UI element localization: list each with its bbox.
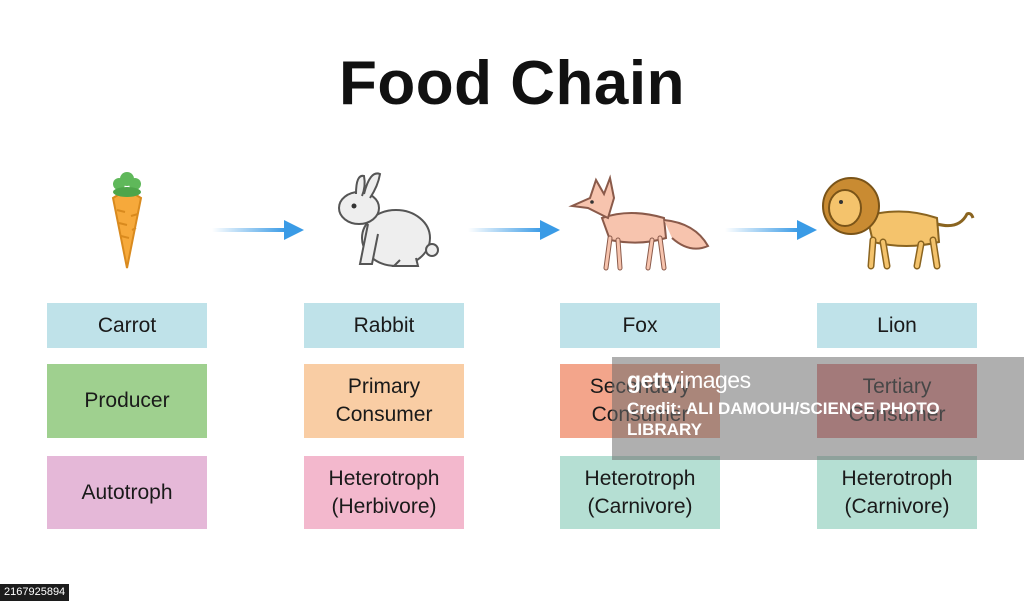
organism-name: Rabbit bbox=[304, 303, 464, 348]
getty-logo: gettyimages bbox=[627, 367, 751, 393]
watermark-credit: Credit: ALI DAMOUH/SCIENCE PHOTO LIBRARY bbox=[627, 399, 940, 439]
organism-name: Fox bbox=[560, 303, 720, 348]
fox-icon bbox=[560, 168, 720, 278]
nutrition-type: Heterotroph (Carnivore) bbox=[817, 456, 977, 529]
nutrition-type: Heterotroph (Carnivore) bbox=[560, 456, 720, 529]
nutrition-type: Heterotroph (Herbivore) bbox=[304, 456, 464, 529]
trophic-role: Producer bbox=[47, 364, 207, 438]
arrow-icon bbox=[468, 218, 560, 242]
nutrition-type: Autotroph bbox=[47, 456, 207, 529]
organism-name: Carrot bbox=[47, 303, 207, 348]
carrot-icon bbox=[47, 168, 207, 278]
image-id: 2167925894 bbox=[0, 584, 70, 601]
arrow-icon bbox=[212, 218, 304, 242]
page-title: Food Chain bbox=[339, 49, 685, 118]
arrow-icon bbox=[725, 218, 817, 242]
organism-name: Lion bbox=[817, 303, 977, 348]
trophic-role: Primary Consumer bbox=[304, 364, 464, 438]
rabbit-icon bbox=[304, 168, 464, 278]
lion-icon bbox=[817, 168, 977, 278]
watermark: gettyimages Credit: ALI DAMOUH/SCIENCE P… bbox=[612, 357, 1024, 460]
